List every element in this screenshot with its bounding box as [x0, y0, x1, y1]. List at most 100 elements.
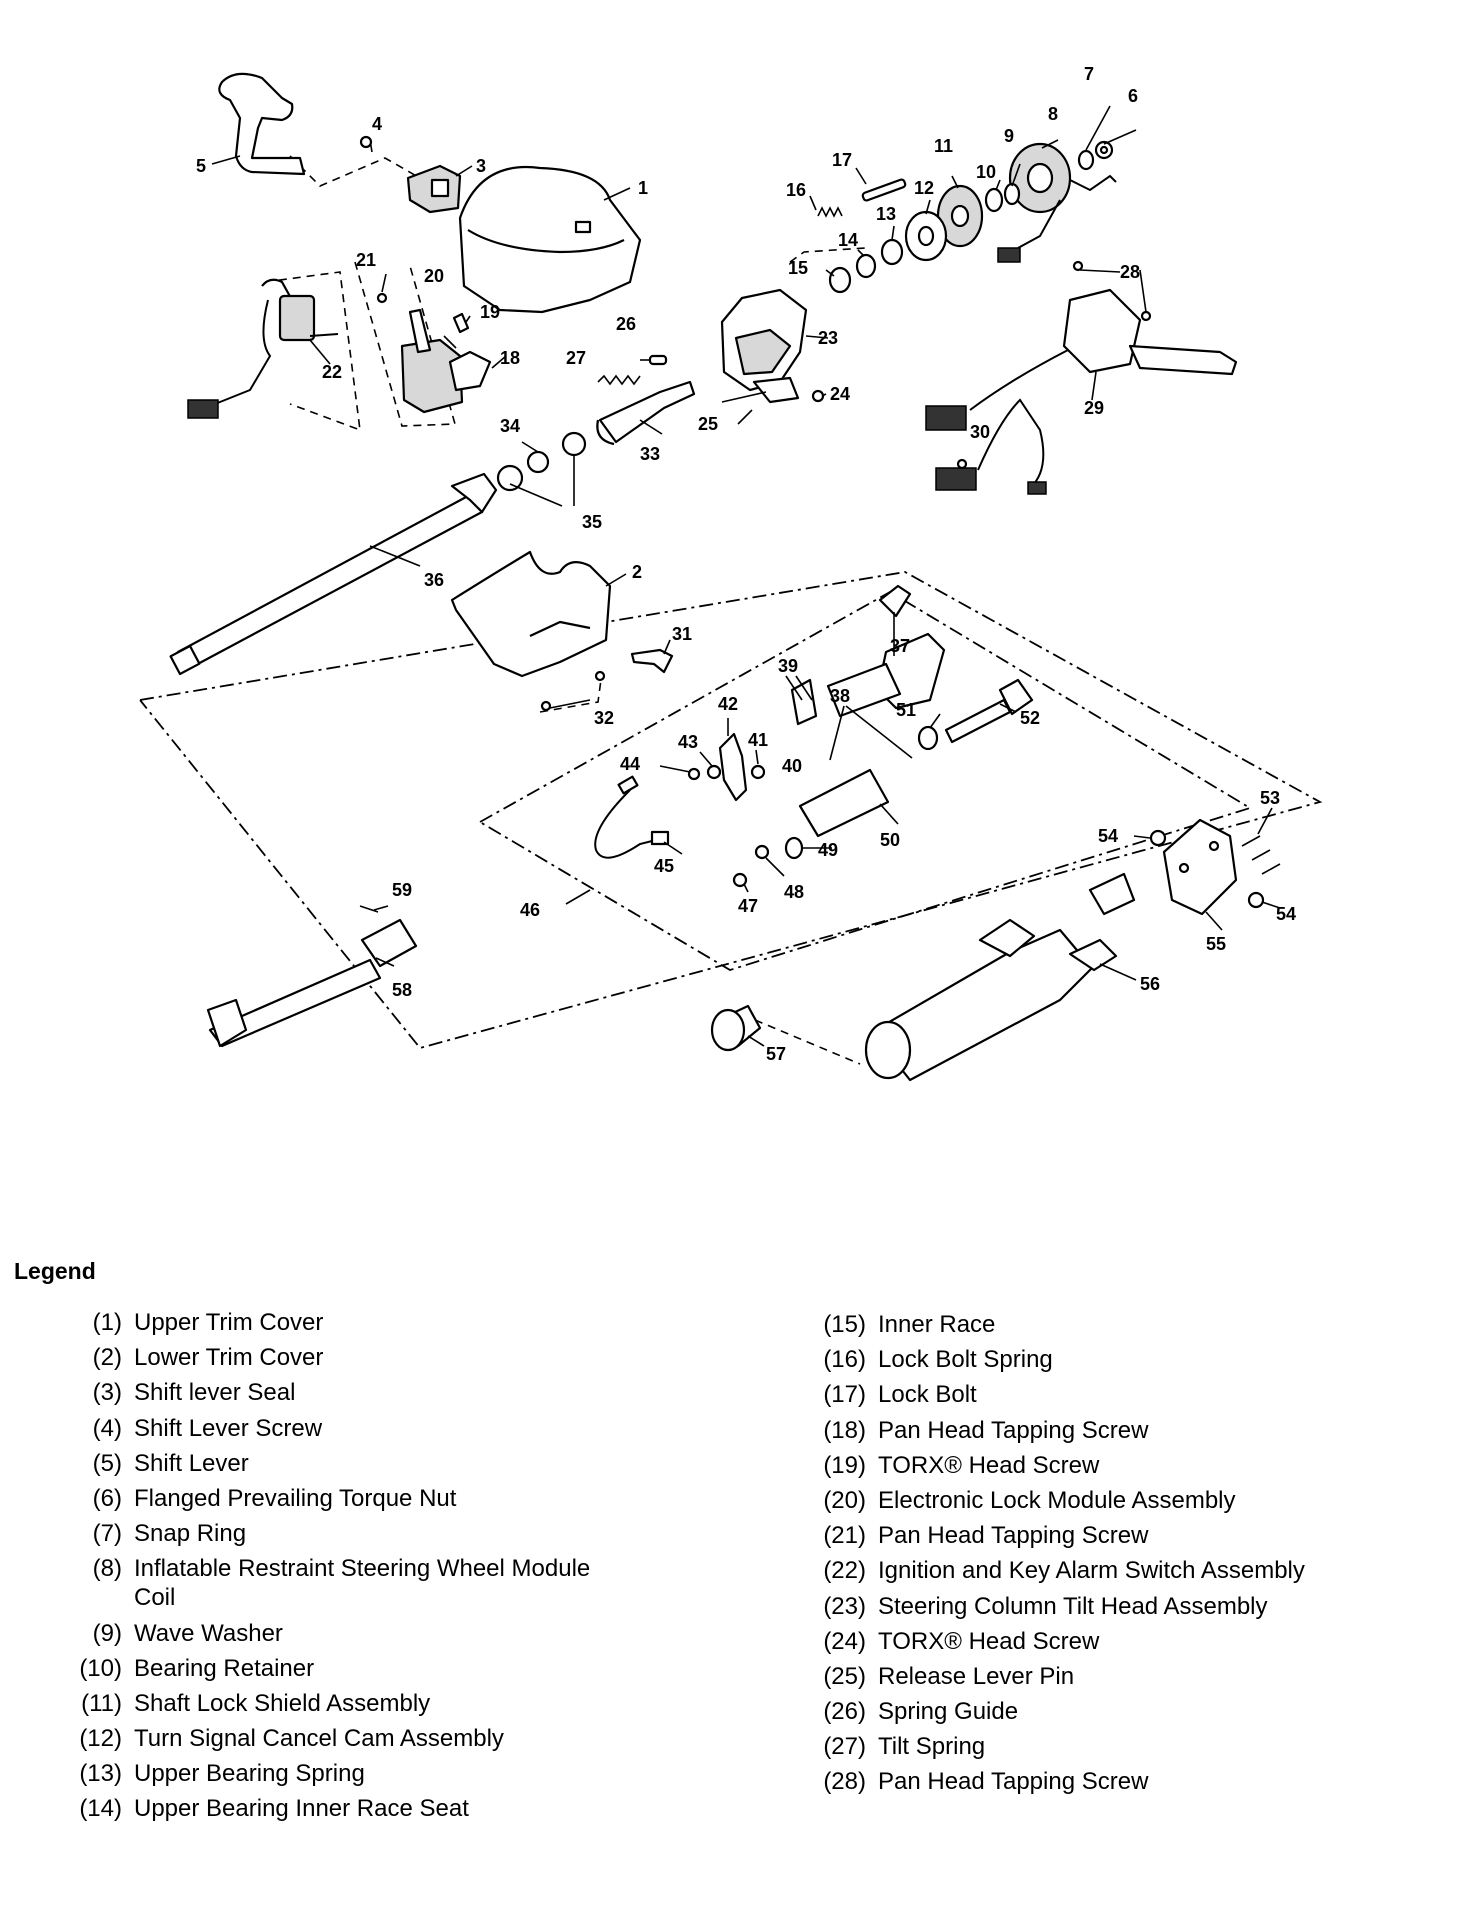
actuator-37 — [878, 584, 912, 618]
callout-12: 12 — [914, 178, 934, 198]
legend-item: (17)Lock Bolt — [806, 1380, 1446, 1409]
legend-item: (15) Inner Race — [806, 1310, 1446, 1339]
legend-label: Inner Race — [878, 1311, 996, 1338]
callout-2: 2 — [632, 562, 642, 582]
callout-4: 4 — [372, 114, 382, 134]
cancel-cam — [904, 210, 948, 262]
callout-1: 1 — [638, 178, 648, 198]
callout-45: 45 — [654, 856, 674, 876]
steering-column-jacket — [864, 872, 1136, 1082]
legend-number: (8) — [92, 1555, 122, 1583]
legend-label: Ignition and Key Alarm Switch Assembly — [878, 1557, 1305, 1585]
legend-label: Steering Column Tilt Head Assembly — [878, 1592, 1268, 1620]
callout-15: 15 — [788, 258, 808, 278]
callout-36: 36 — [424, 570, 444, 590]
callout-11: 11 — [934, 136, 953, 156]
callout-57: 57 — [766, 1044, 786, 1064]
callout-30: 30 — [970, 422, 990, 442]
legend-number: (22) — [823, 1557, 866, 1585]
callout-34: 34 — [500, 416, 520, 436]
callout-6: 6 — [1128, 86, 1138, 106]
legend-item: (12)Turn Signal Cancel Cam Assembly — [62, 1724, 622, 1753]
legend-item: (6)Flanged Prevailing Torque Nut — [62, 1484, 622, 1513]
callout-9: 9 — [1004, 126, 1014, 146]
shift-lever-seal — [406, 164, 462, 214]
tilt-head-assembly — [720, 288, 808, 404]
callout-43: 43 — [678, 732, 698, 752]
legend-item: (18)Pan Head Tapping Screw — [806, 1416, 1446, 1445]
lock-bolt — [861, 178, 907, 202]
legend-label: Pan Head Tapping Screw — [878, 1416, 1149, 1444]
legend-label: Shaft Lock Shield Assembly — [134, 1689, 431, 1717]
shift-lever-link — [289, 155, 421, 187]
legend-item: (4)Shift Lever Screw — [62, 1414, 622, 1443]
legend-right-column: (15) Inner Race (16)Lock Bolt Spring (17)… — [806, 1310, 1446, 1803]
bracket-55 — [1162, 818, 1238, 916]
legend-label: Bearing Retainer — [134, 1654, 315, 1682]
torque-nut — [1094, 140, 1114, 160]
leader-lines — [211, 105, 1281, 1047]
callout-24: 24 — [830, 384, 850, 404]
module-coil — [997, 142, 1117, 263]
bushing-54b — [1247, 891, 1265, 909]
lower-assembly-boundary — [139, 571, 1323, 1050]
legend-number: (17) — [823, 1381, 866, 1409]
upper-steering-shaft — [596, 380, 696, 446]
callout-16: 16 — [786, 180, 806, 200]
legend-item: (8) Inflatable Restraint Steering Wheel M… — [62, 1554, 622, 1612]
legend-label: Pan Head Tapping Screw — [878, 1768, 1149, 1796]
legend-number: (3) — [92, 1379, 122, 1407]
legend-item: (3) Shift lever Seal — [62, 1378, 622, 1407]
switch-group-boundary — [354, 261, 457, 427]
callout-39: 39 — [778, 656, 798, 676]
callout-53: 53 — [1260, 788, 1280, 808]
legend-number: (15) — [823, 1311, 866, 1338]
legend-item: (13)Upper Bearing Spring — [62, 1759, 622, 1788]
shift-lever-screw — [359, 135, 373, 153]
legend-number: (19) — [823, 1451, 866, 1479]
snap-ring — [1077, 149, 1095, 171]
callout-37: 37 — [890, 636, 910, 656]
legend-label: Upper Bearing Inner Race Seat — [134, 1795, 469, 1823]
screw-32a — [540, 700, 552, 712]
legend-item: (19)TORX® Head Screw — [806, 1451, 1446, 1480]
legend-number: (20) — [823, 1486, 866, 1514]
legend-number: (7) — [92, 1520, 122, 1548]
legend-label: Upper Bearing Spring — [134, 1760, 365, 1788]
legend-label: Shift lever Seal — [134, 1379, 296, 1407]
legend-label: Release Lever Pin — [878, 1662, 1075, 1690]
nut-43 — [706, 764, 722, 780]
callout-23: 23 — [818, 328, 838, 348]
screw-link-32 — [539, 671, 603, 713]
screw-44 — [687, 767, 701, 781]
legend-item: (16)Lock Bolt Spring — [806, 1345, 1446, 1374]
legend-item: (22) Ignition and Key Alarm Switch Assemb… — [806, 1556, 1446, 1585]
legend-number: (16) — [823, 1346, 866, 1374]
callout-47: 47 — [738, 896, 758, 916]
bearing-assembly-boundary — [479, 590, 1253, 971]
callout-3: 3 — [476, 156, 486, 176]
clip-31 — [630, 648, 674, 674]
legend-label: Wave Washer — [134, 1619, 283, 1647]
inner-race-seat — [855, 253, 877, 279]
legend-label: Inflatable Restraint Steering Wheel Modu… — [134, 1555, 591, 1612]
legend-number: (14) — [79, 1795, 122, 1823]
legend-item: (7)Snap Ring — [62, 1519, 622, 1548]
inner-race — [828, 266, 852, 294]
callout-26: 26 — [616, 314, 636, 334]
callout-13: 13 — [876, 204, 896, 224]
washer-51 — [917, 725, 939, 751]
plate-39 — [790, 678, 818, 726]
legend-number: (26) — [823, 1698, 866, 1726]
exploded-view-diagram: 1 2 3 4 5 6 7 8 9 10 11 12 13 14 15 16 1… — [139, 64, 1323, 1082]
multifunction-switch — [925, 260, 1238, 495]
callout-49: 49 — [818, 840, 838, 860]
housing-50 — [798, 768, 890, 838]
legend-item: (25)Release Lever Pin — [806, 1662, 1446, 1691]
electronic-lock-module — [376, 292, 492, 414]
screw-48 — [754, 844, 770, 860]
shift-lever — [218, 72, 306, 176]
legend-item: (1)Upper Trim Cover — [62, 1308, 622, 1337]
lever-42 — [718, 732, 748, 802]
callout-40: 40 — [782, 756, 802, 776]
